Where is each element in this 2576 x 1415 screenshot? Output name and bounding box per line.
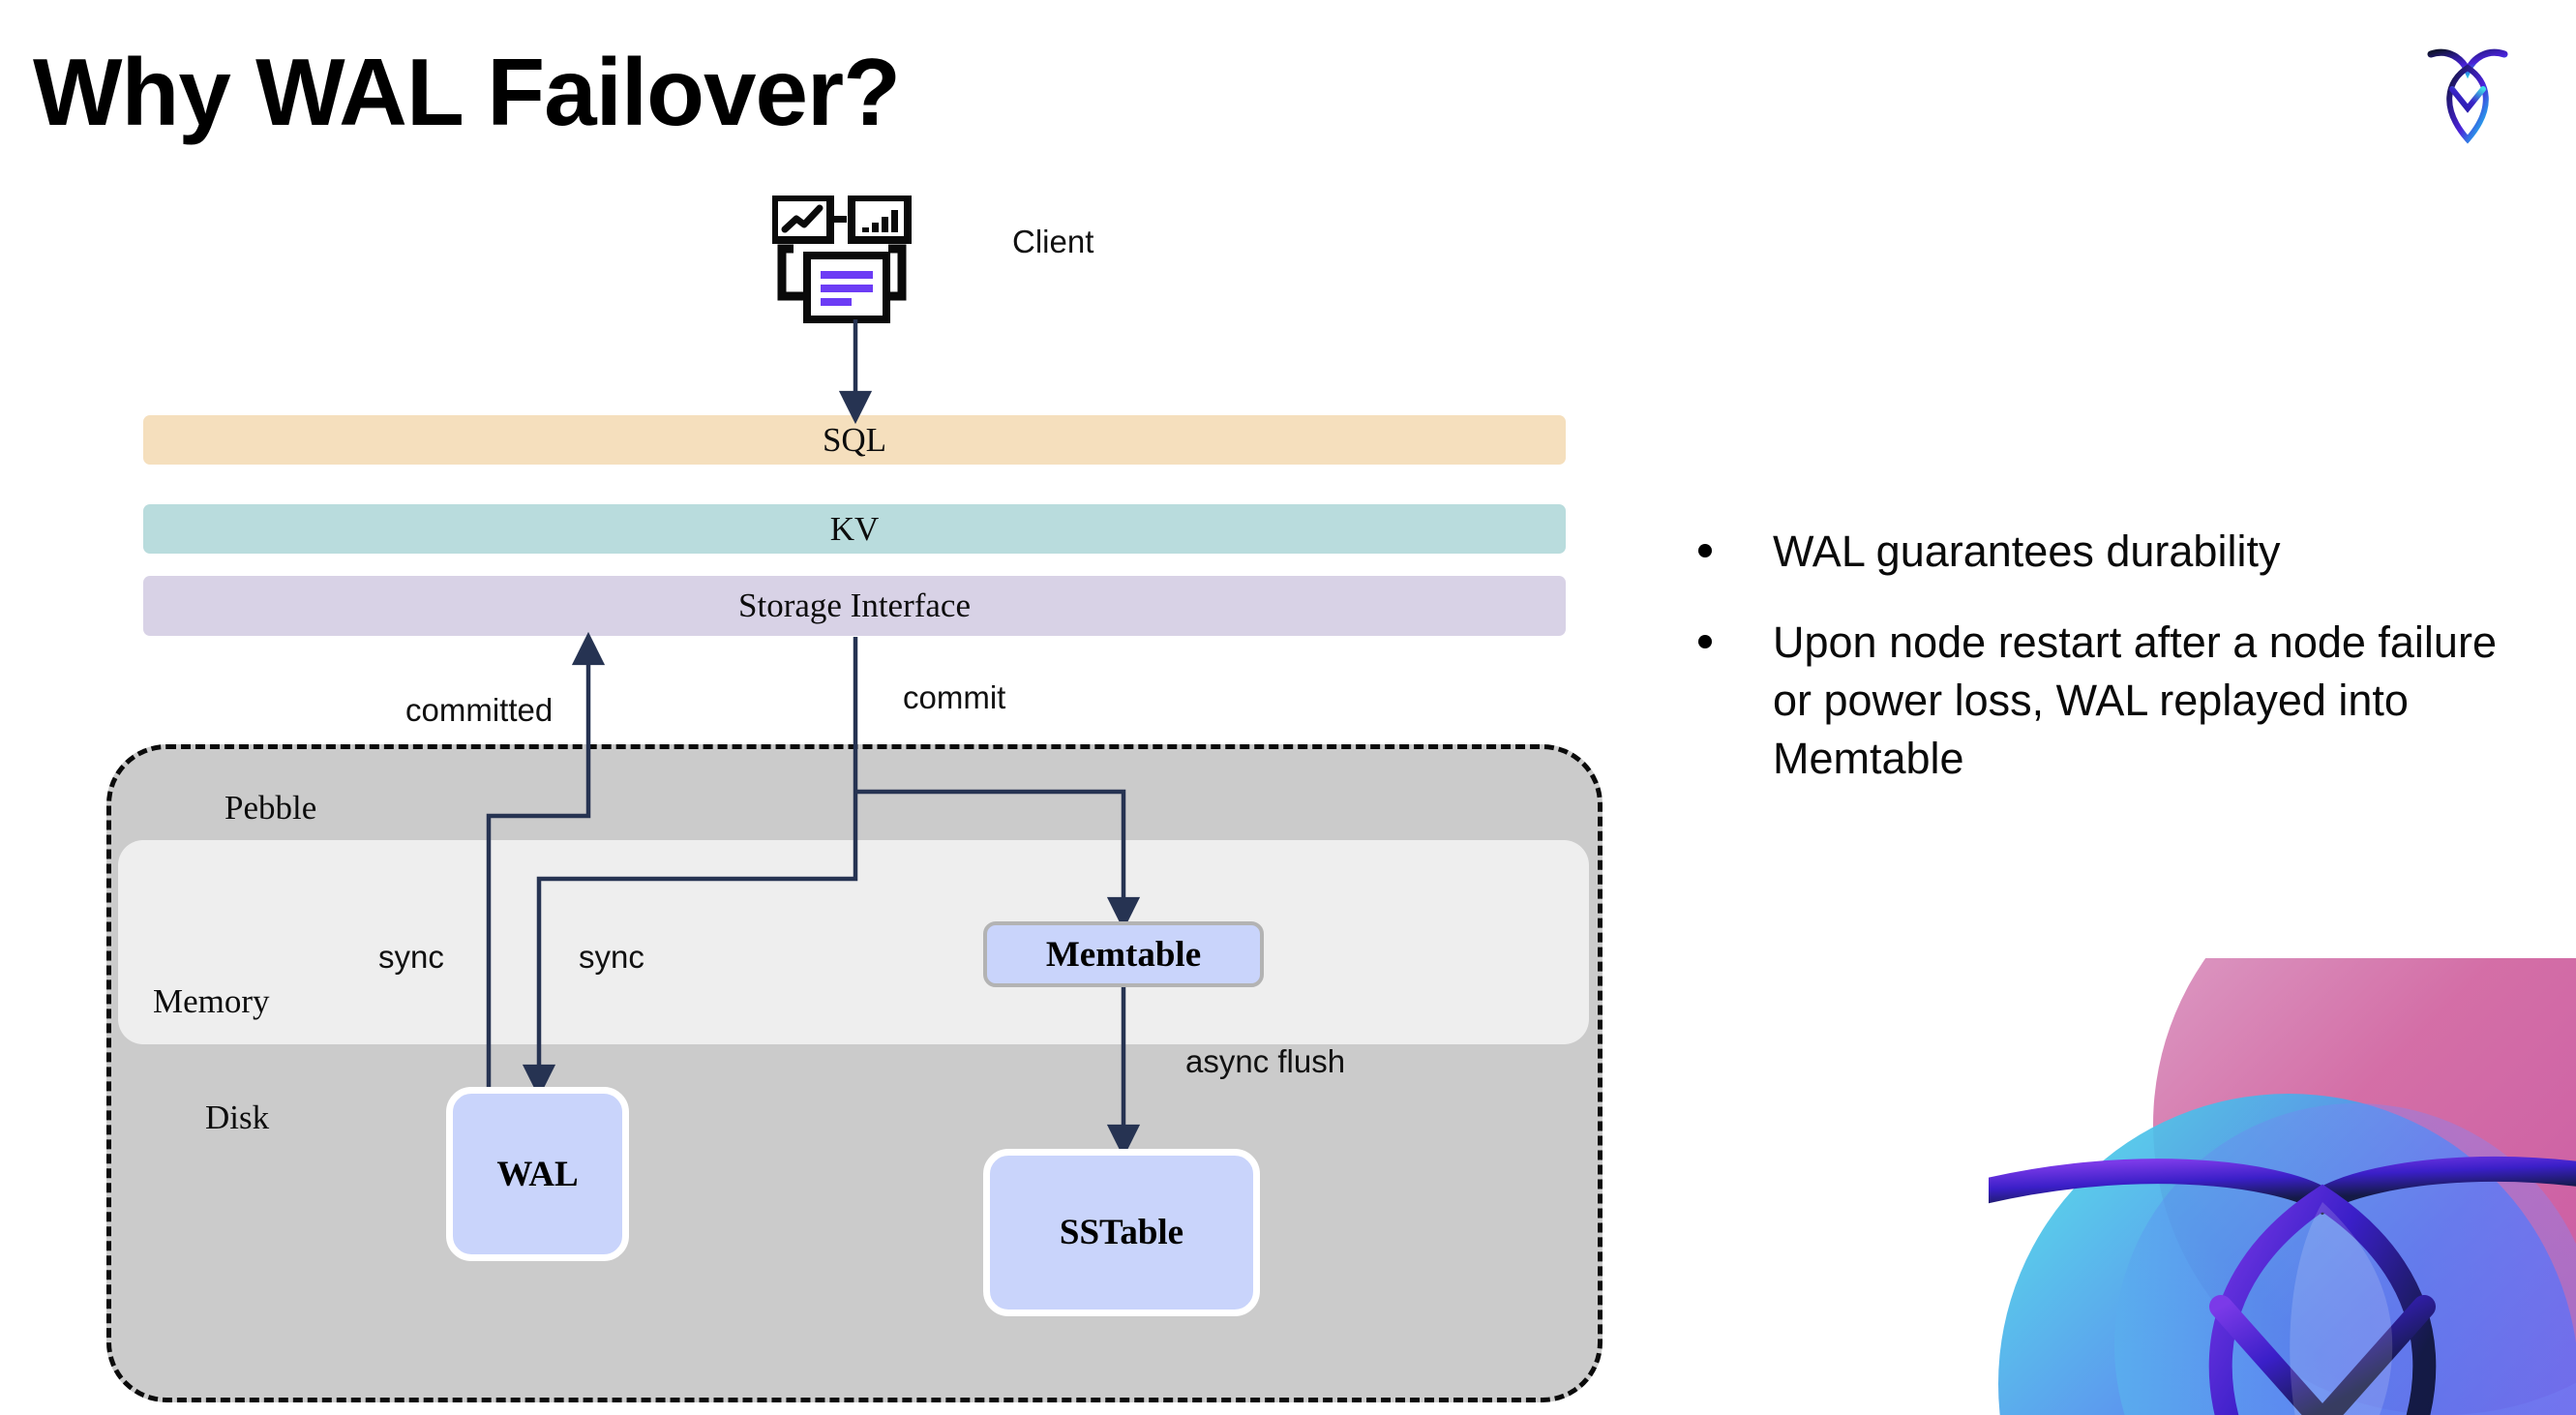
edge-label-sync-left: sync: [378, 939, 444, 975]
bullet-dot-icon: [1698, 544, 1712, 557]
edge-label-commit: commit: [903, 679, 1006, 715]
bullet-dot-icon: [1698, 634, 1712, 648]
architecture-diagram: Client SQL KV Storage Interface Pebble M…: [106, 194, 1603, 1402]
node-wal[interactable]: WAL: [446, 1087, 629, 1261]
disk-label: Disk: [205, 1099, 270, 1136]
list-item: WAL guarantees durability: [1698, 523, 2540, 581]
node-memtable[interactable]: Memtable: [983, 921, 1264, 987]
large-leaf-logo-decoration-icon: [1989, 958, 2576, 1415]
node-sstable[interactable]: SSTable: [983, 1149, 1260, 1316]
cockroach-leaf-logo-icon: [2425, 39, 2510, 145]
edge-label-committed: committed: [405, 692, 554, 728]
memory-region: [118, 840, 1589, 1044]
edge-label-async-flush: async flush: [1185, 1043, 1346, 1079]
layer-bar-sql[interactable]: SQL: [143, 415, 1566, 465]
edge-label-sync-right: sync: [579, 939, 644, 975]
list-item: Upon node restart after a node failure o…: [1698, 614, 2540, 788]
pebble-label: Pebble: [225, 789, 317, 827]
layer-bar-kv[interactable]: KV: [143, 504, 1566, 554]
memory-label: Memory: [153, 982, 270, 1020]
page-title: Why WAL Failover?: [33, 39, 901, 145]
bullet-text: Upon node restart after a node failure o…: [1773, 617, 2497, 783]
layer-bar-storage-interface[interactable]: Storage Interface: [143, 576, 1566, 636]
client-label: Client: [1012, 224, 1094, 259]
bullet-text: WAL guarantees durability: [1773, 527, 2281, 576]
bullet-list: WAL guarantees durability Upon node rest…: [1698, 523, 2540, 820]
client-dashboard-icon: [770, 194, 925, 327]
